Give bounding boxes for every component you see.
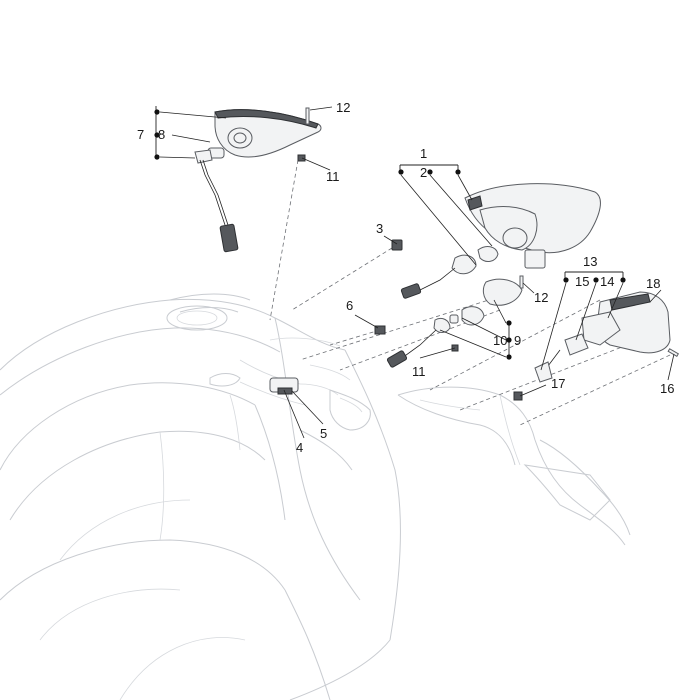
rear-fender-outline <box>397 386 631 546</box>
callout-11b: 11 <box>412 364 426 379</box>
callout-2: 2 <box>420 165 427 180</box>
callout-18: 18 <box>646 276 660 291</box>
callout-1: 1 <box>420 146 427 161</box>
callout-7: 7 <box>137 127 144 142</box>
callout-12b: 12 <box>534 290 548 305</box>
callout-4: 4 <box>296 440 303 455</box>
scooter-body-outline <box>0 293 401 700</box>
callout-6: 6 <box>346 298 353 313</box>
callout-15: 15 <box>575 274 589 289</box>
callout-16: 16 <box>660 381 674 396</box>
front-light-assembly <box>194 107 322 253</box>
callout-17: 17 <box>551 376 565 391</box>
callout-8: 8 <box>158 127 165 142</box>
callout-11a: 11 <box>326 169 340 184</box>
license-light-assembly <box>269 291 680 401</box>
callout-labels: 7 8 12 11 1 2 3 12 13 15 14 18 6 9 10 11… <box>137 100 674 455</box>
callout-10: 10 <box>493 333 507 348</box>
callout-5: 5 <box>320 426 327 441</box>
tail-light-assembly <box>386 183 601 368</box>
callout-3: 3 <box>376 221 383 236</box>
callout-12a: 12 <box>336 100 350 115</box>
callout-14: 14 <box>600 274 614 289</box>
group-brackets <box>154 106 675 439</box>
callout-9: 9 <box>514 333 521 348</box>
assembly-guide-lines <box>269 159 671 426</box>
callout-13: 13 <box>583 254 597 269</box>
